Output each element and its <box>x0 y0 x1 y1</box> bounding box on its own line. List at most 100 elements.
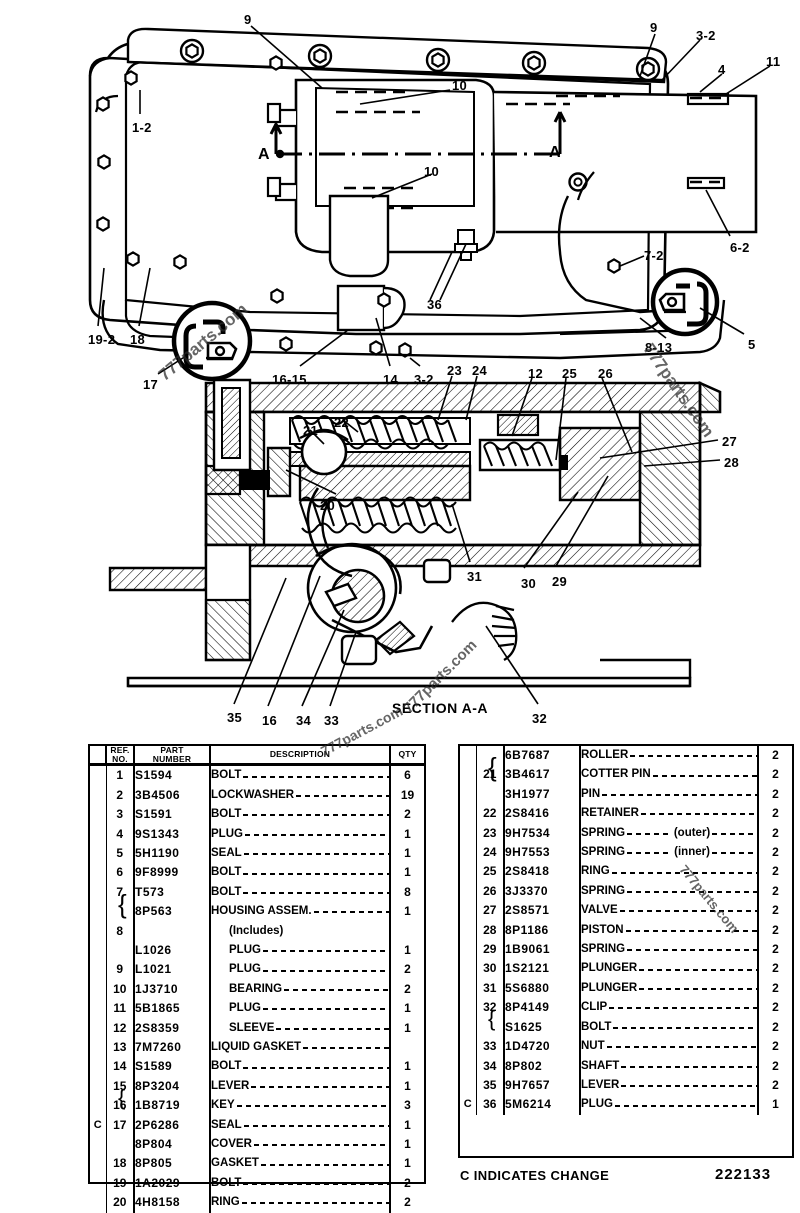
cell-part-number: 4H8158 <box>134 1193 211 1213</box>
cell-change <box>460 920 477 941</box>
cell-part-number: 2S8359 <box>134 1018 211 1038</box>
leader-dots <box>262 950 389 953</box>
leader-dots <box>260 1163 389 1166</box>
description-text: PLUNGER <box>581 962 638 975</box>
cell-qty: 2 <box>757 1056 792 1076</box>
description-text: BEARING <box>229 982 283 995</box>
cell-description: BOLT <box>210 765 390 786</box>
cell-description: COTTER PIN <box>580 765 758 784</box>
cell-qty: 19 <box>389 785 424 806</box>
description-text: PLUNGER <box>581 981 638 994</box>
cell-part-number: 1A2029 <box>134 1173 211 1194</box>
callout-21: 21 <box>303 423 319 438</box>
section-arrow-label-left: A <box>258 146 270 163</box>
cell-qty: 8 <box>389 882 424 903</box>
bolt-hex-icon <box>97 154 111 170</box>
cell-part-number: 1S2121 <box>504 959 581 979</box>
callout-17: 17 <box>143 377 159 392</box>
cell-description: ROLLER <box>580 746 758 765</box>
leader-dots <box>243 1124 389 1127</box>
cell-ref-no: 18 <box>106 1154 135 1174</box>
cell-description: KEY <box>210 1096 390 1115</box>
cell-change <box>460 1017 477 1038</box>
leader-dots <box>606 1046 757 1049</box>
callout-28: 28 <box>724 455 740 470</box>
cell-qty: 2 <box>757 920 792 941</box>
cell-change <box>90 979 107 1000</box>
description-text: HOUSING ASSEM. <box>211 905 312 918</box>
cell-ref-no: 31 <box>476 978 505 999</box>
callout-9: 9 <box>650 20 658 35</box>
description-text: LIQUID GASKET <box>211 1041 302 1053</box>
header-qty: QTY <box>390 746 424 767</box>
description-text: PLUG <box>229 943 261 956</box>
cell-description: RING <box>580 862 758 881</box>
cell-description: SHAFT <box>580 1057 758 1076</box>
cell-description: (Includes) <box>210 922 390 941</box>
cell-ref-no: 21 <box>476 765 505 785</box>
table-header-row: REF. NO. PART NUMBER DESCRIPTION QTY <box>90 746 424 767</box>
leader-dots <box>640 813 757 816</box>
cell-change <box>90 1038 107 1058</box>
cell-qty: 1 <box>389 902 424 922</box>
callout-16-15: 16-15 <box>272 372 307 387</box>
callout-3-2: 3-2 <box>414 372 434 387</box>
cell-qty: 1 <box>389 824 424 844</box>
cell-description: LEVER <box>210 1077 390 1096</box>
leader-dots <box>630 755 757 758</box>
callout-18: 18 <box>130 332 146 347</box>
cell-qty: 2 <box>389 1173 424 1194</box>
leader-dots <box>602 794 757 797</box>
bolt-hex-icon <box>377 292 391 308</box>
description-text: COTTER PIN <box>581 768 651 781</box>
header-ref-line2: NO. <box>112 753 128 764</box>
cell-qty: 2 <box>757 978 792 999</box>
cell-ref-no: 26 <box>476 881 505 902</box>
leader-dots <box>639 988 757 991</box>
cell-change <box>90 805 107 825</box>
roller <box>300 428 348 476</box>
cell-part-number: 2S8416 <box>504 804 581 824</box>
leader-dots <box>243 853 389 856</box>
cell-ref-no: 1 <box>106 764 135 786</box>
callout-7-2: 7-2 <box>644 248 664 263</box>
section-aa-title: SECTION A-A <box>392 700 488 716</box>
cell-part-number: 3B4617 <box>504 765 581 785</box>
nut-block <box>340 634 378 666</box>
bolt-hex-icon <box>179 38 205 64</box>
cell-change <box>90 843 107 864</box>
cell-part-number: S1594 <box>134 764 211 786</box>
cell-ref-no <box>476 784 505 805</box>
cell-part-number: 2P6286 <box>134 1115 211 1136</box>
cell-part-number: 8P805 <box>134 1154 211 1174</box>
cell-part-number: 1D4720 <box>504 1037 581 1057</box>
cell-qty: 1 <box>389 1154 424 1174</box>
cell-description: PISTON <box>580 921 758 940</box>
cell-change <box>460 1075 477 1096</box>
callout-22: 22 <box>334 415 350 430</box>
cell-part-number: 8P804 <box>134 1135 211 1155</box>
plug-block <box>336 284 386 332</box>
cell-part-number: 6B7687 <box>504 746 581 766</box>
callout-9: 9 <box>244 12 252 27</box>
cell-change <box>90 863 107 883</box>
cell-description: PLUG <box>210 825 390 844</box>
section-top-slab <box>204 381 702 414</box>
bolt-hex-icon <box>307 43 333 69</box>
cell-ref-no: 5 <box>106 843 135 864</box>
description-text: LEVER <box>581 1078 620 1091</box>
